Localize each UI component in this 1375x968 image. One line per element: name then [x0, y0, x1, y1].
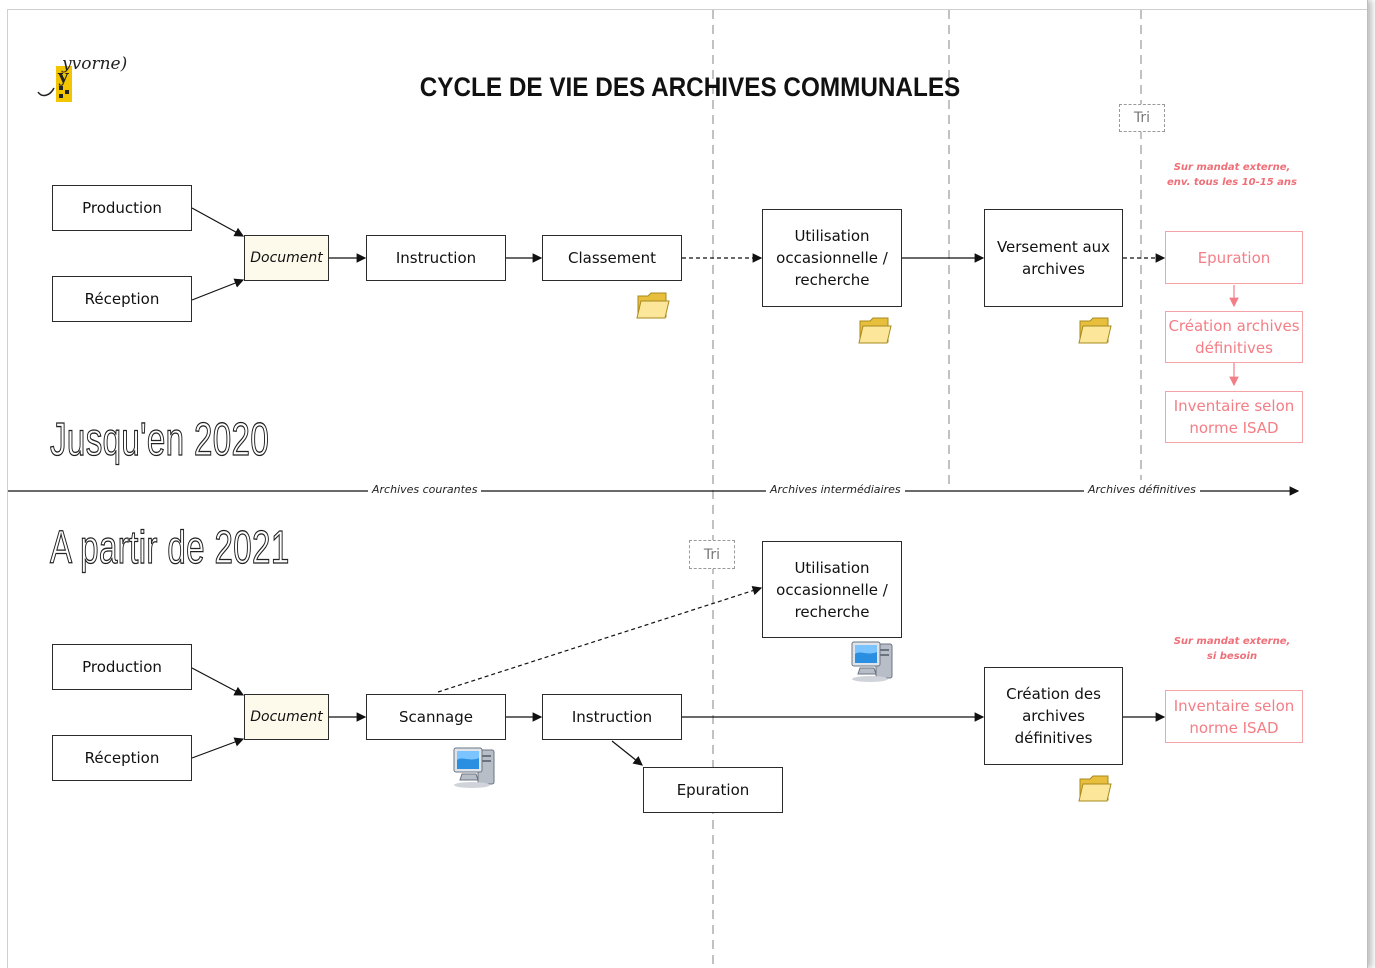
phase-label-definitive: Archives définitives — [1084, 483, 1200, 496]
folder-icon — [1078, 317, 1112, 344]
top-reception-box: Réception — [52, 276, 192, 322]
bottom-inventaire-box: Inventaire selon norme ISAD — [1165, 690, 1303, 743]
phase-label-current: Archives courantes — [368, 483, 482, 496]
top-creation-box: Création archives définitives — [1165, 311, 1303, 363]
bottom-mandate-note: Sur mandat externe, si besoin — [1173, 636, 1291, 662]
top-classement-box: Classement — [542, 235, 682, 281]
bottom-scannage-box: Scannage — [366, 694, 506, 740]
bottom-production-box: Production — [52, 644, 192, 690]
folder-icon — [1078, 775, 1112, 802]
section-label-before: Jusqu'en 2020 — [50, 412, 270, 465]
phase-label-intermediate: Archives intermédiaires — [766, 483, 905, 496]
page-border-top — [7, 9, 1367, 10]
svg-text:y: y — [57, 66, 69, 87]
top-document-box: Document — [244, 235, 329, 281]
page-title: CYCLE DE VIE DES ARCHIVES COMMUNALES — [419, 72, 961, 102]
top-production-box: Production — [52, 185, 192, 231]
bottom-instruction-box: Instruction — [542, 694, 682, 740]
bottom-reception-box: Réception — [52, 735, 192, 781]
top-tri-label: Tri — [1119, 104, 1165, 132]
folder-icon — [636, 292, 670, 319]
computer-icon — [453, 747, 495, 788]
folder-icon — [858, 317, 892, 344]
bottom-tri-label: Tri — [689, 540, 735, 569]
top-instruction-box: Instruction — [366, 235, 506, 281]
bottom-creation-box: Création des archives définitives — [984, 667, 1123, 765]
logo-text: yvorne) — [62, 54, 128, 74]
top-utilisation-box: Utilisation occasionnelle / recherche — [762, 209, 902, 307]
section-label-after: A partir de 2021 — [50, 520, 290, 573]
page-border-left — [7, 9, 8, 968]
bottom-utilisation-box: Utilisation occasionnelle / recherche — [762, 541, 902, 638]
top-epuration-box: Epuration — [1165, 231, 1303, 284]
yvorne-logo: y — [37, 66, 72, 102]
top-versement-box: Versement aux archives — [984, 209, 1123, 307]
computer-icon — [851, 641, 893, 682]
top-mandate-note: Sur mandat externe, env. tous les 10-15 … — [1166, 162, 1297, 188]
bottom-epuration-box: Epuration — [643, 767, 783, 813]
top-inventaire-box: Inventaire selon norme ISAD — [1165, 391, 1303, 443]
bottom-document-box: Document — [244, 694, 329, 740]
